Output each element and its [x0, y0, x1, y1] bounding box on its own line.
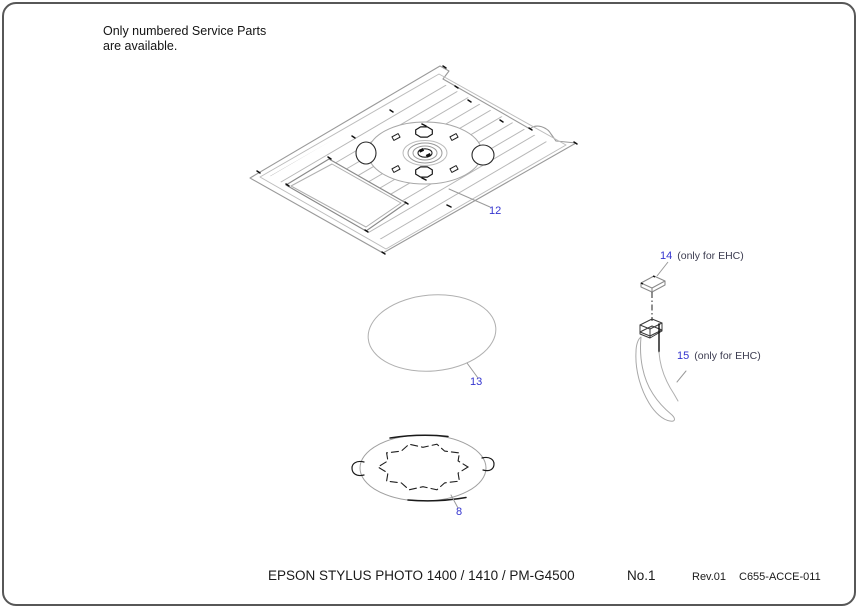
- part-15-note: (only for EHC): [694, 350, 761, 362]
- part-14-plate-drawing: [640, 261, 669, 321]
- service-note-line1: Only numbered Service Parts: [103, 24, 267, 38]
- part-12-leader-line: [448, 188, 491, 208]
- part-15-label: 15 (only for EHC): [677, 350, 761, 362]
- part-15-number: 15: [677, 350, 690, 362]
- part-12-label: 12: [489, 205, 501, 217]
- part-13-label: 13: [470, 376, 482, 388]
- part-8-ring-drawing: [351, 434, 495, 509]
- part-8-label: 8: [456, 506, 462, 518]
- footer-sheet-number: No.1: [627, 568, 656, 583]
- part-12-number: 12: [489, 205, 502, 217]
- part-8-number: 8: [456, 506, 463, 518]
- part-15-leader-line: [676, 370, 687, 383]
- part-13-disc-drawing: [367, 294, 497, 379]
- part-8-leader-line: [450, 494, 459, 509]
- service-note-line2: are available.: [103, 38, 178, 53]
- part-14-note: (only for EHC): [677, 250, 744, 262]
- footer-document-code: C655-ACCE-011: [739, 571, 821, 583]
- part-12-cd-tray-drawing: [249, 65, 578, 255]
- part-13-leader-line: [466, 362, 479, 379]
- part-13-number: 13: [470, 376, 483, 388]
- footer-revision: Rev.01: [692, 571, 727, 583]
- part-14-number: 14: [660, 250, 673, 262]
- part-14-label: 14 (only for EHC): [660, 250, 744, 262]
- part-15-lever-drawing: [635, 318, 687, 422]
- part-14-leader-line: [656, 261, 669, 277]
- footer-model-title: EPSON STYLUS PHOTO 1400 / 1410 / PM-G450…: [268, 568, 575, 583]
